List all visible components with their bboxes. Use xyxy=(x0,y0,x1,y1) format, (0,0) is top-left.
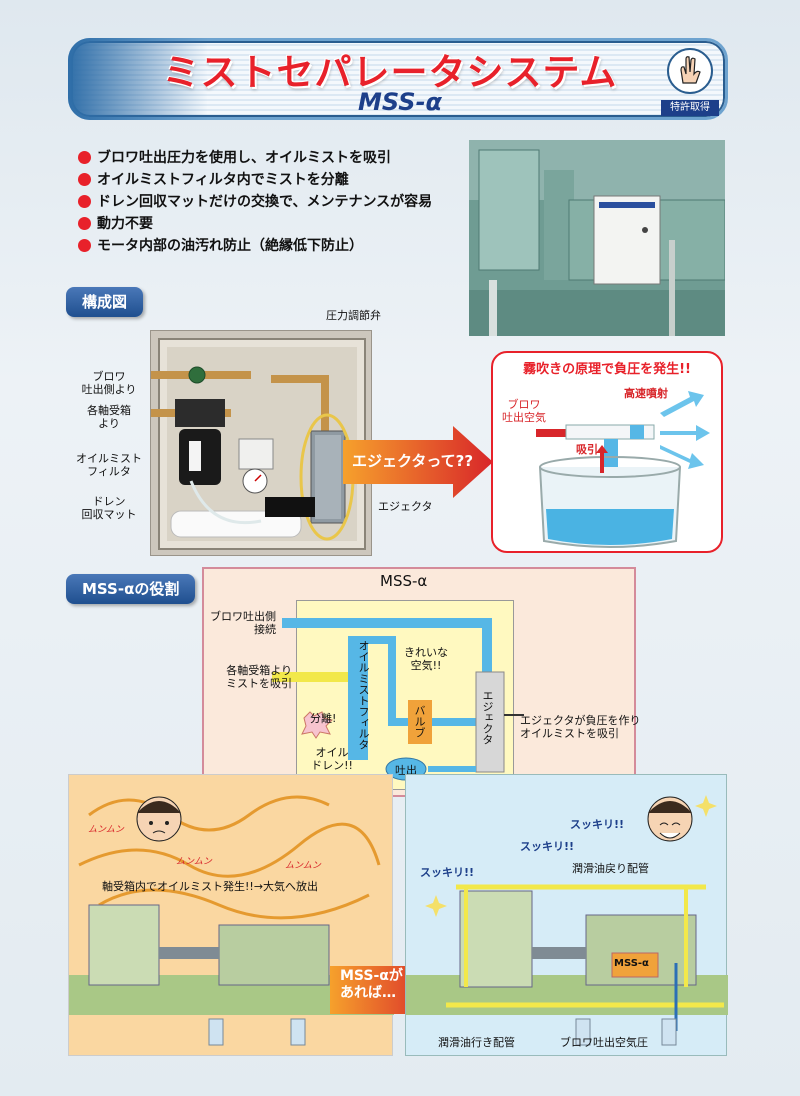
section-role: MSS-αの役割 xyxy=(66,574,196,604)
supply-pipe-label: 潤滑油行き配管 xyxy=(438,1036,515,1049)
valve-label: バルブ xyxy=(413,705,426,738)
filter-label: オイルミストフィルタ xyxy=(357,640,370,750)
red-bullet-icon xyxy=(78,172,91,186)
cabinet-photo xyxy=(150,330,372,556)
installation-photo xyxy=(469,140,725,336)
list-item: モータ内部の油汚れ防止（絶縁低下防止） xyxy=(78,234,432,256)
ejector-note: エジェクタが負圧を作り オイルミストを吸引 xyxy=(520,714,641,740)
list-item: 動力不要 xyxy=(78,212,432,234)
bearing-box-label: 各軸受箱 より xyxy=(87,404,131,430)
patent-hand-icon xyxy=(667,48,713,94)
principle-diagram xyxy=(500,383,722,549)
sukkiri-text-1: スッキリ!! xyxy=(570,818,625,831)
ejector-box-label: エジェクタ xyxy=(481,690,494,745)
blower-connect-label: ブロワ吐出側 接続 xyxy=(210,610,276,636)
blower-pressure-label: ブロワ吐出空気圧 xyxy=(560,1036,648,1049)
red-bullet-icon xyxy=(78,216,91,230)
patent-badge: 特許取得 xyxy=(661,100,719,116)
ejector-question-text: エジェクタって?? xyxy=(352,452,474,470)
feature-list: ブロワ吐出圧力を使用し、オイルミストを吸引 オイルミストフィルタ内でミストを分離… xyxy=(78,146,432,256)
mumun-text-1: ムンムン xyxy=(88,825,124,835)
sukkiri-text-3: スッキリ!! xyxy=(420,866,475,879)
list-item: ブロワ吐出圧力を使用し、オイルミストを吸引 xyxy=(78,146,432,168)
ejector-label: エジェクタ xyxy=(378,500,433,513)
mumun-text-2: ムンムン xyxy=(176,857,212,867)
mss-arrow-text: MSS-αが あれば… xyxy=(340,968,403,1001)
list-item: オイルミストフィルタ内でミストを分離 xyxy=(78,168,432,190)
list-item: ドレン回収マットだけの交換で、メンテナンスが容易 xyxy=(78,190,432,212)
mss-box-label: MSS-α xyxy=(614,958,649,969)
blower-air-label: ブロワ 吐出空気 xyxy=(502,398,546,424)
oil-filter-label: オイルミスト フィルタ xyxy=(76,452,142,478)
discharge-label: 吐出 xyxy=(395,764,417,777)
page-title: ミストセパレータシステム xyxy=(162,51,618,94)
oil-drain-label: オイル ドレン!! xyxy=(311,746,353,772)
sukkiri-text-2: スッキリ!! xyxy=(520,840,575,853)
role-box-title: MSS-α xyxy=(380,572,428,590)
return-pipe-label: 潤滑油戻り配管 xyxy=(572,862,649,875)
banner-accent xyxy=(68,38,208,120)
role-flow-diagram xyxy=(206,600,646,790)
separate-label: 分離! xyxy=(310,712,337,725)
red-bullet-icon xyxy=(78,150,91,164)
suction-label: 吸引 xyxy=(576,443,598,456)
red-bullet-icon xyxy=(78,194,91,208)
clean-air-label: きれいな 空気!! xyxy=(404,646,448,672)
pressure-valve-label: 圧力調節弁 xyxy=(326,309,381,322)
blower-out-label: ブロワ 吐出側より xyxy=(81,370,137,396)
ejector-question-arrow xyxy=(343,426,495,498)
bearing-suction-label: 各軸受箱より ミストを吸引 xyxy=(226,664,292,690)
red-bullet-icon xyxy=(78,238,91,252)
high-speed-label: 高速噴射 xyxy=(624,387,668,400)
product-name: MSS-α xyxy=(357,88,443,116)
mumun-text-3: ムンムン xyxy=(285,861,321,871)
principle-title: 霧吹きの原理で負圧を発生!! xyxy=(523,362,691,377)
after-panel xyxy=(405,774,728,1056)
drain-mat-label: ドレン 回収マット xyxy=(81,495,137,521)
mist-text: 軸受箱内でオイルミスト発生!!→大気へ放出 xyxy=(102,880,319,893)
section-structure: 構成図 xyxy=(66,287,144,317)
